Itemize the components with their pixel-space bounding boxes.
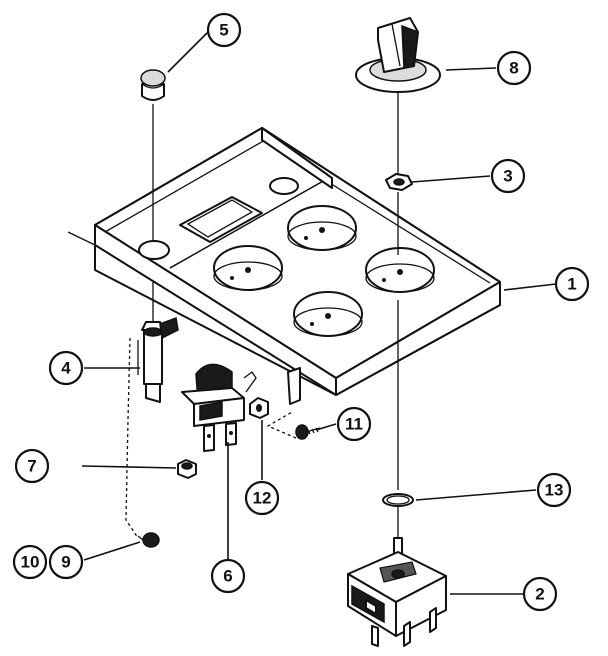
callout-label: 12	[253, 489, 272, 508]
callout-11: 11	[336, 406, 372, 442]
callout-label: 10	[21, 553, 40, 572]
callout-label: 2	[535, 585, 544, 604]
callout-5: 5	[206, 12, 242, 48]
callout-3: 3	[490, 158, 526, 194]
hex-nut	[249, 397, 269, 419]
callout-label: 8	[509, 59, 518, 78]
callout-label: 4	[61, 359, 71, 378]
control-panel	[67, 127, 501, 405]
nut	[385, 173, 413, 191]
screw	[266, 411, 321, 440]
callout-4: 4	[48, 350, 84, 386]
callout-label: 6	[223, 567, 232, 586]
indicator-cap	[140, 69, 166, 101]
leader-lines	[81, 31, 557, 595]
knob-recess	[365, 247, 435, 293]
callout-7: 7	[14, 448, 50, 484]
callout-label: 5	[219, 21, 228, 40]
o-ring	[382, 493, 414, 507]
callout-label: 3	[503, 167, 512, 186]
callout-label: 7	[27, 457, 36, 476]
callout-6: 6	[210, 558, 246, 594]
infinite-switch	[347, 537, 447, 647]
callout-1: 1	[554, 266, 590, 302]
knob-recess	[293, 291, 363, 337]
screw-small	[137, 532, 160, 548]
control-knob	[355, 17, 441, 93]
small-nut	[177, 459, 197, 479]
callout-9: 9	[48, 544, 84, 580]
callout-10: 10	[12, 544, 48, 580]
knob-recess	[213, 245, 283, 291]
callout-label: 11	[345, 415, 363, 434]
callout-label: 1	[567, 275, 576, 294]
callout-13: 13	[536, 472, 572, 508]
rocker-switch	[181, 363, 257, 452]
callout-label: 9	[61, 553, 70, 572]
knob-recess	[287, 205, 357, 251]
callout-8: 8	[496, 50, 532, 86]
callout-2: 2	[522, 576, 558, 612]
indicator-lamp	[137, 280, 179, 403]
callout-label: 13	[545, 481, 564, 500]
callout-12: 12	[244, 480, 280, 516]
